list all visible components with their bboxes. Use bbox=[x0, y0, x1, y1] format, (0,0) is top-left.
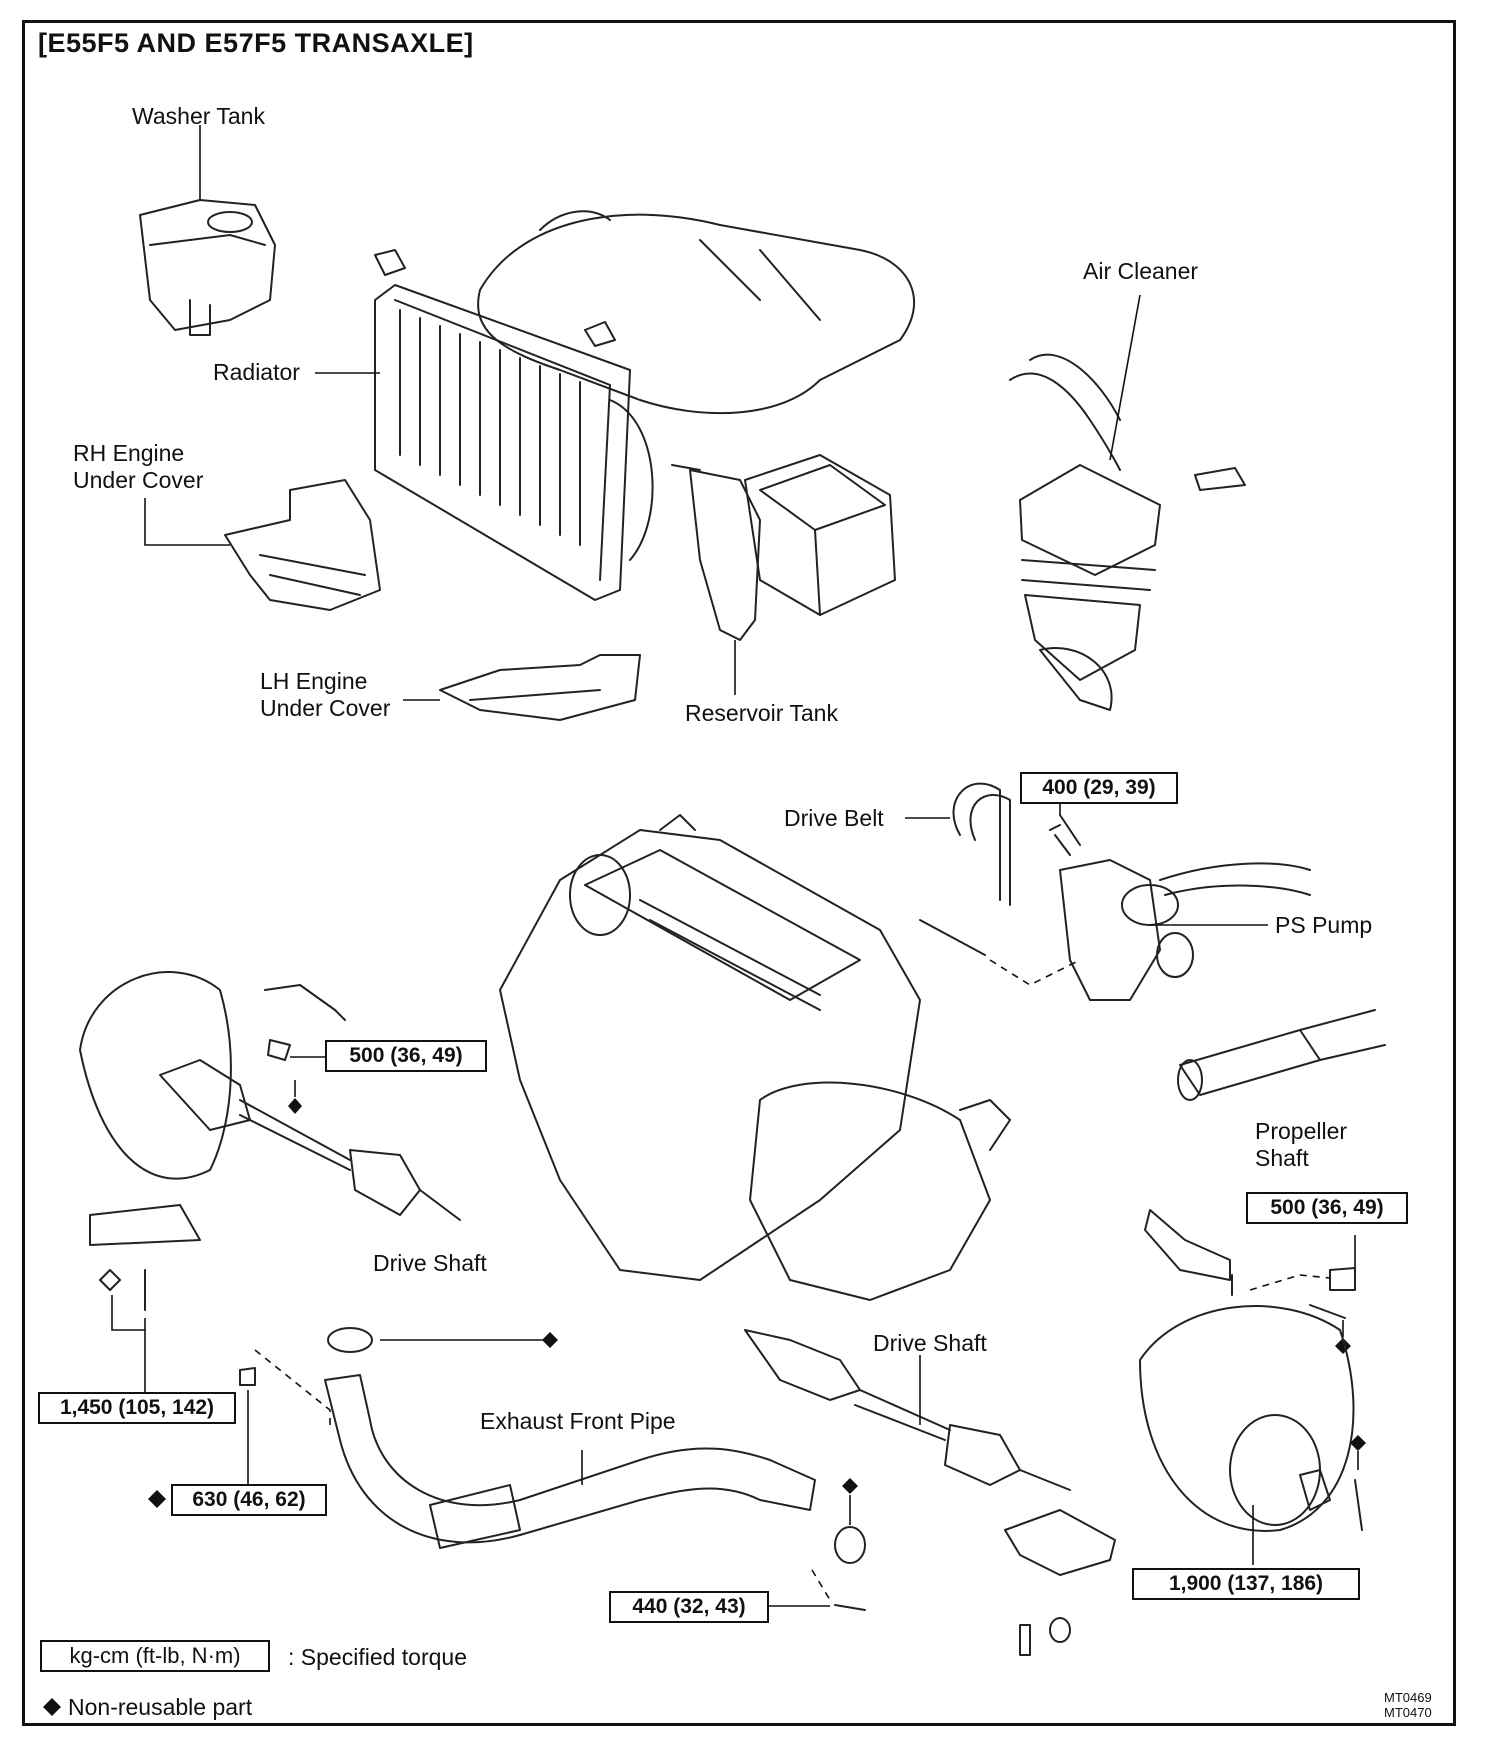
propeller-shaft-part bbox=[1177, 1009, 1386, 1101]
non-reusable-symbol-legend bbox=[43, 1698, 61, 1716]
torque-ps-pump-bolt: 400 (29, 39) bbox=[1020, 772, 1178, 804]
torque-left-tie-rod-nut: 500 (36, 49) bbox=[325, 1040, 487, 1072]
air-cleaner-part bbox=[1009, 294, 1246, 711]
label-propeller-shaft-line2: Shaft bbox=[1255, 1145, 1309, 1171]
label-drive-belt: Drive Belt bbox=[784, 805, 884, 831]
torque-hub-nut: 1,900 (137, 186) bbox=[1132, 1568, 1360, 1600]
exhaust-front-pipe-part bbox=[239, 1327, 866, 1611]
diagram-frame bbox=[22, 20, 1456, 1726]
figure-code-1: MT0469 bbox=[1384, 1690, 1432, 1705]
reservoir-tank-part bbox=[671, 464, 761, 695]
label-ps-pump: PS Pump bbox=[1275, 912, 1373, 938]
legend-non-reusable-part: Non-reusable part bbox=[68, 1694, 253, 1720]
label-reservoir-tank: Reservoir Tank bbox=[685, 700, 838, 726]
label-exhaust-front-pipe: Exhaust Front Pipe bbox=[480, 1408, 676, 1434]
washer-tank-part bbox=[139, 125, 276, 336]
legend-torque-unit-box: kg-cm (ft-lb, N·m) bbox=[40, 1640, 270, 1672]
label-drive-shaft-left: Drive Shaft bbox=[373, 1250, 487, 1276]
label-air-cleaner: Air Cleaner bbox=[1083, 258, 1199, 284]
rh-engine-under-cover-part bbox=[144, 479, 381, 611]
label-radiator: Radiator bbox=[213, 359, 300, 385]
torque-lower-arm-left: 1,450 (105, 142) bbox=[38, 1392, 236, 1424]
lh-engine-under-cover-part bbox=[403, 654, 641, 721]
ps-pump-part bbox=[919, 824, 1311, 1001]
right-axle-part bbox=[744, 1209, 1366, 1656]
torque-exhaust-nut: 630 (46, 62) bbox=[171, 1484, 327, 1516]
radiator-part bbox=[315, 284, 654, 601]
label-rh-engine-under-cover-line2: Under Cover bbox=[73, 467, 204, 493]
legend-specified-torque: : Specified torque bbox=[288, 1644, 468, 1670]
non-reusable-symbol-exhaust-nut bbox=[148, 1490, 166, 1508]
drive-belt-part bbox=[905, 782, 1011, 906]
label-lh-engine-under-cover-line2: Under Cover bbox=[260, 695, 391, 721]
torque-right-tie-rod-nut: 500 (36, 49) bbox=[1246, 1192, 1408, 1224]
label-drive-shaft-right: Drive Shaft bbox=[873, 1330, 987, 1356]
label-washer-tank: Washer Tank bbox=[132, 103, 265, 129]
label-propeller-shaft-line1: Propeller bbox=[1255, 1118, 1348, 1144]
torque-exhaust-bolt: 440 (32, 43) bbox=[609, 1591, 769, 1623]
label-lh-engine-under-cover-line1: LH Engine bbox=[260, 668, 368, 694]
diagram-title: [E55F5 AND E57F5 TRANSAXLE] bbox=[38, 28, 474, 58]
figure-code-2: MT0470 bbox=[1384, 1705, 1432, 1720]
battery-part bbox=[744, 454, 896, 616]
label-rh-engine-under-cover-line1: RH Engine bbox=[73, 440, 185, 466]
left-axle-part bbox=[79, 971, 461, 1395]
upper-engine-outline bbox=[374, 210, 916, 415]
torque-leaders bbox=[1059, 800, 1081, 846]
engine-part bbox=[499, 814, 1011, 1301]
